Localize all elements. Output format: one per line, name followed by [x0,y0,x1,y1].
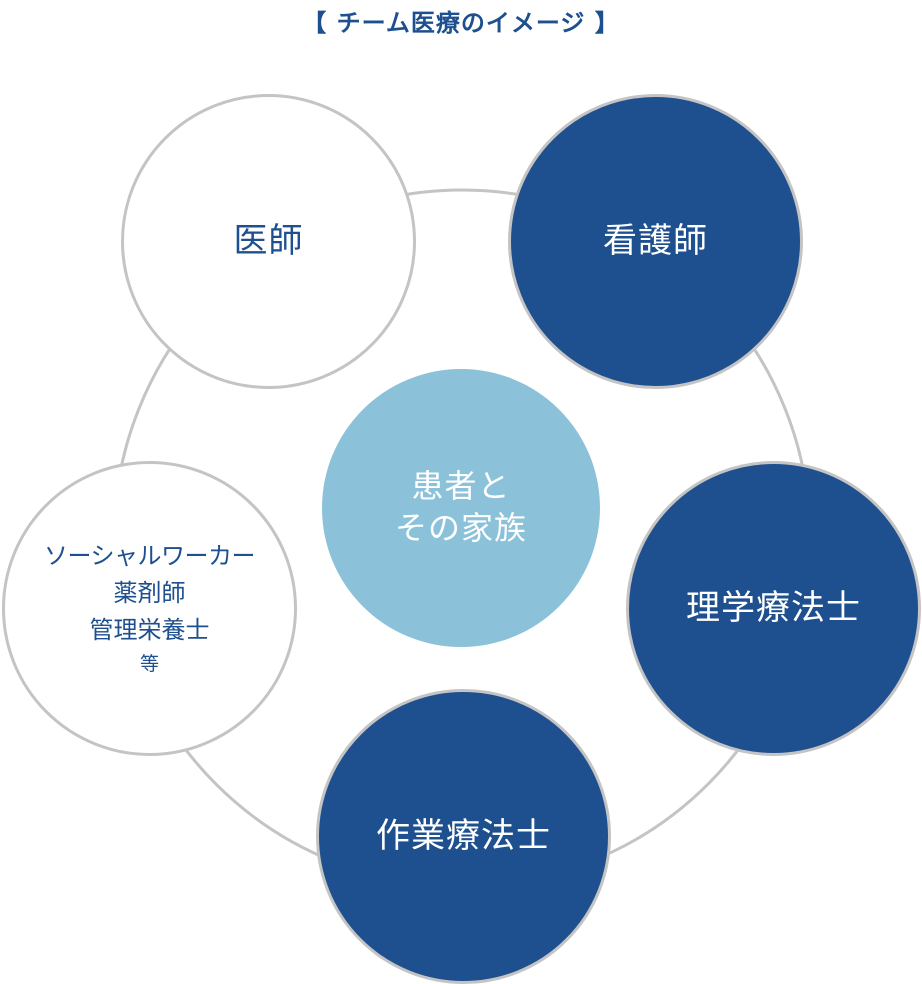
node-occupational-therapist: 作業療法士 [316,689,611,984]
node-patient-family-line-1: 患者と [411,467,511,506]
node-physical-therapist: 理学療法士 [626,461,921,756]
node-doctor-label: 医師 [233,221,304,262]
node-patient-family: 患者と その家族 [322,369,600,647]
node-patient-family-line-2: その家族 [394,509,527,547]
node-other-staff: ソーシャルワーカー 薬剤師 管理栄養士 等 [2,461,297,756]
node-other-staff-line-3: 管理栄養士 [89,616,210,645]
node-occupational-therapist-label: 作業療法士 [376,816,551,857]
diagram-title: 【 チーム医療のイメージ 】 [302,9,620,37]
node-other-staff-line-4: 等 [139,652,159,675]
node-other-staff-line-2: 薬剤師 [113,579,186,608]
node-doctor: 医師 [121,94,416,389]
node-physical-therapist-label: 理学療法士 [686,588,861,629]
node-other-staff-line-1: ソーシャルワーカー [43,542,256,570]
node-nurse-label: 看護師 [603,221,708,262]
node-nurse: 看護師 [508,94,803,389]
